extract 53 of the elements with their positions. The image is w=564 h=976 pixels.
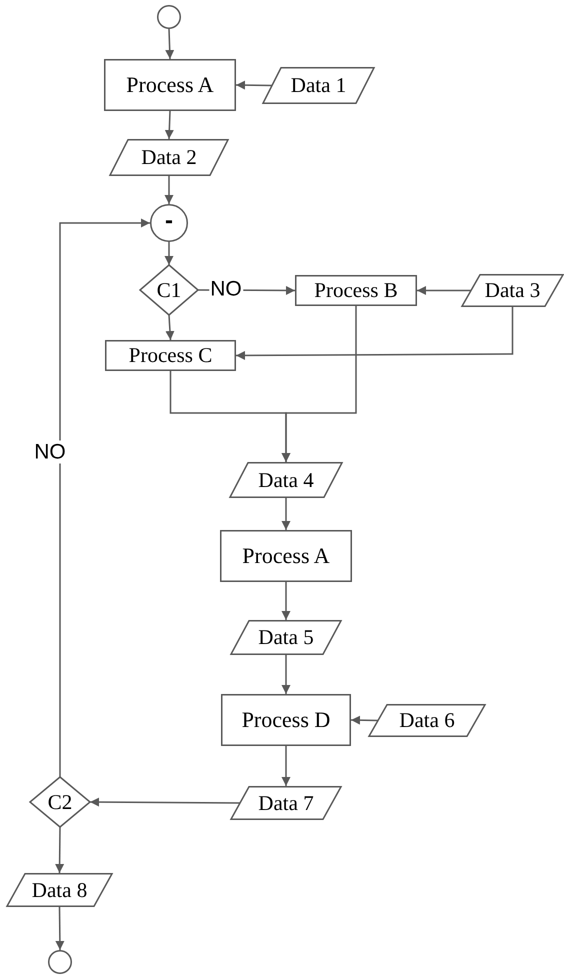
process-box [221,694,351,746]
process-label: Process A [242,545,330,567]
arrow [59,218,150,777]
data-label: Data 3 [484,280,540,301]
data-parallelogram [231,620,341,655]
data-parallelogram [369,704,485,737]
arrow [165,28,174,60]
data-label: Data 5 [258,627,314,648]
decision-label: C2 [48,792,72,812]
process-label: Process A [126,74,214,96]
arrow [164,242,174,265]
arrow [282,655,290,694]
data-parallelogram [230,462,342,498]
data-parallelogram [7,873,112,907]
arrow [90,798,240,807]
arrow [55,907,64,950]
data-parallelogram [462,274,563,307]
arrow [282,306,357,462]
data-parallelogram [231,786,341,820]
arrow [165,314,174,340]
data-label: Data 4 [258,470,314,490]
data-parallelogram [110,139,228,176]
data-label: Data 2 [141,147,197,168]
terminal-circle [48,950,72,974]
terminal-circle [157,5,181,29]
arrow [55,827,64,873]
data-label: Data 7 [258,792,314,814]
arrow [164,110,174,140]
junction-circle [150,204,188,242]
arrow [282,498,290,530]
arrow [282,582,290,620]
arrow [236,80,272,90]
process-label: Process C [128,345,212,366]
process-box [105,340,236,371]
edge-label: NO [33,440,67,464]
arrow [164,176,174,204]
data-label: Data 6 [399,710,455,731]
process-label: Process B [314,280,398,301]
process-label: Process D [242,709,330,731]
process-box [295,275,417,306]
arrow [417,286,471,295]
decision-diamond [140,265,198,315]
data-label: Data 1 [290,75,346,96]
decision-label: C1 [156,280,182,300]
data-label: Data 8 [32,880,88,900]
process-box [220,530,352,582]
data-parallelogram [263,67,374,104]
arrow [236,307,514,360]
arrow [350,716,378,725]
process-box [104,59,236,111]
arrow [282,746,290,786]
decision-diamond [30,777,90,827]
junction-symbol: - [165,209,173,233]
